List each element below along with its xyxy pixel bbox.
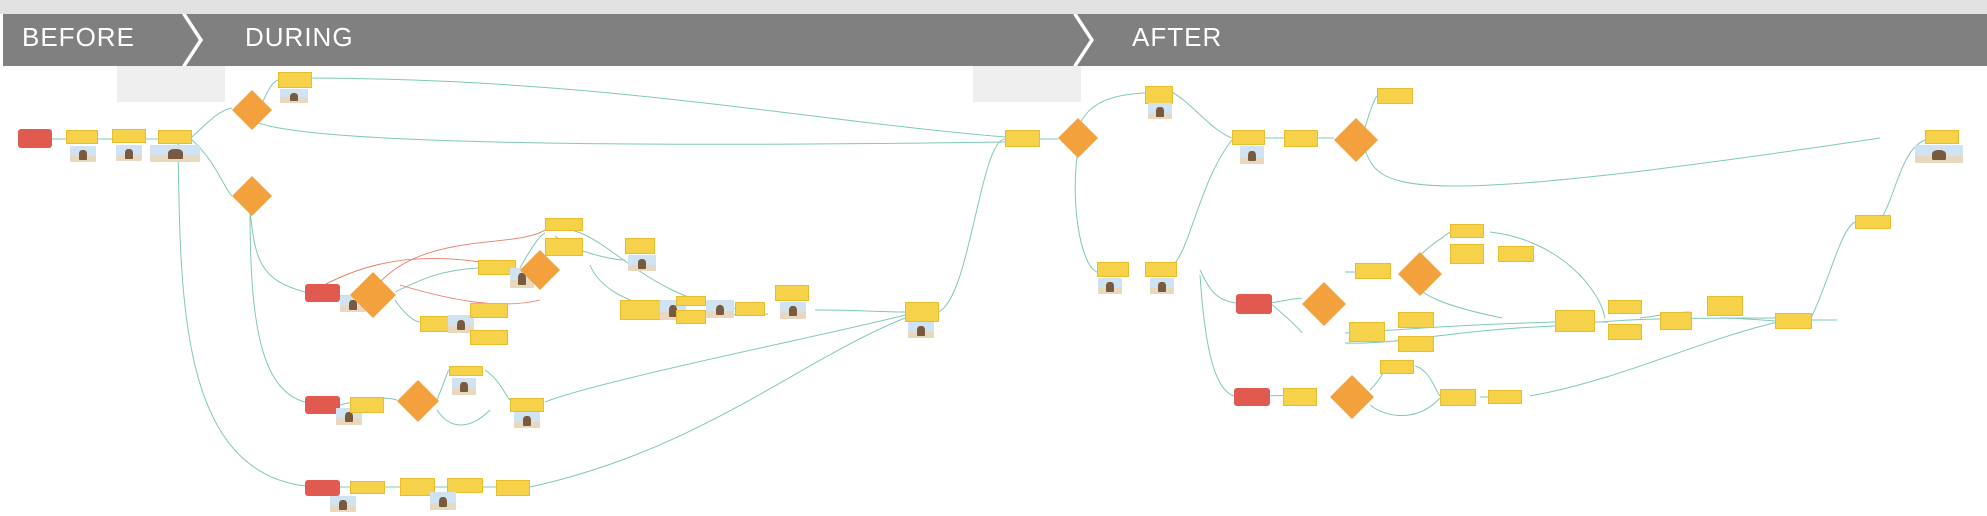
- scene-illustration: [908, 322, 934, 338]
- step-card: [1377, 88, 1413, 104]
- event-pill: [1234, 388, 1270, 406]
- step-card: [676, 310, 706, 324]
- step-card: [545, 238, 583, 256]
- scene-illustration: [430, 492, 456, 510]
- step-card: [676, 296, 706, 306]
- event-pill: [305, 284, 340, 302]
- scene-illustration: [1098, 278, 1122, 294]
- decision-node: [520, 250, 560, 290]
- scene-illustration: [280, 89, 308, 103]
- decision-node: [1058, 118, 1098, 158]
- event-pill: [1236, 294, 1272, 314]
- scene-illustration: [1915, 145, 1963, 163]
- step-card: [1608, 300, 1642, 314]
- step-card: [400, 478, 435, 496]
- step-card: [1440, 389, 1476, 406]
- phase-bar: [3, 14, 1987, 66]
- step-card: [1005, 130, 1040, 147]
- step-card: [1284, 130, 1318, 147]
- step-card: [1398, 312, 1434, 328]
- step-card: [470, 303, 508, 318]
- step-card: [1398, 336, 1434, 352]
- scene-illustration: [70, 146, 96, 162]
- scene-illustration: [330, 496, 356, 512]
- top-strip: [0, 0, 1987, 14]
- step-card: [510, 398, 544, 412]
- step-card: [66, 130, 98, 144]
- step-card: [1707, 296, 1743, 316]
- event-pill: [305, 480, 340, 496]
- step-card: [1097, 262, 1129, 277]
- decision-node: [1334, 118, 1378, 162]
- start-event: [18, 129, 52, 148]
- decision-node: [232, 176, 272, 216]
- step-card: [625, 238, 655, 254]
- scene-illustration: [1150, 278, 1174, 294]
- scene-illustration: [1148, 103, 1172, 119]
- scene-illustration: [150, 145, 200, 162]
- step-card: [1450, 244, 1484, 264]
- step-card: [1145, 86, 1173, 104]
- step-card: [112, 129, 146, 143]
- step-card: [449, 366, 483, 376]
- decision-node: [350, 272, 396, 318]
- scene-illustration: [780, 302, 806, 319]
- phase-before-label: BEFORE: [22, 22, 135, 52]
- step-card: [1775, 313, 1812, 329]
- decision-node: [397, 380, 439, 422]
- step-card: [1498, 246, 1534, 262]
- decision-node: [1398, 252, 1442, 296]
- step-card: [1450, 224, 1484, 238]
- step-card: [1283, 388, 1317, 406]
- phase-before-chevron: [3, 14, 200, 66]
- step-card: [1488, 390, 1522, 404]
- step-card: [1925, 130, 1959, 144]
- step-card: [545, 218, 583, 231]
- step-card: [1855, 215, 1891, 229]
- scene-illustration: [628, 255, 656, 271]
- step-card: [1380, 360, 1414, 374]
- decision-node: [1302, 282, 1346, 326]
- scene-illustration: [452, 378, 476, 395]
- scene-illustration: [1240, 146, 1264, 164]
- step-card: [447, 478, 483, 493]
- scene-illustration: [336, 408, 362, 425]
- step-card: [620, 300, 662, 320]
- step-card: [1608, 324, 1642, 340]
- phase-during-label: DURING: [245, 22, 354, 52]
- scene-illustration: [340, 296, 366, 312]
- step-card: [1355, 263, 1391, 279]
- scene-illustration: [116, 145, 142, 161]
- step-card: [350, 397, 384, 413]
- step-card: [1555, 310, 1595, 332]
- placeholder-box: [117, 66, 225, 102]
- step-card: [278, 72, 312, 88]
- scene-illustration: [706, 300, 734, 318]
- step-card: [1145, 262, 1177, 277]
- decision-node: [232, 90, 272, 130]
- scene-illustration: [514, 412, 540, 428]
- phase-during-chevron: [186, 14, 1091, 66]
- step-card: [905, 302, 939, 322]
- step-card: [470, 330, 508, 345]
- step-card: [1232, 130, 1265, 145]
- step-card: [478, 260, 516, 275]
- step-card: [496, 480, 530, 496]
- step-card: [735, 302, 765, 316]
- scene-illustration: [448, 315, 474, 333]
- step-card: [1349, 322, 1385, 342]
- step-card: [350, 481, 385, 494]
- placeholder-box: [973, 66, 1081, 102]
- step-card: [1660, 312, 1692, 330]
- step-card: [158, 130, 192, 144]
- step-card: [775, 285, 809, 301]
- phase-after-chevron: [1077, 14, 1987, 66]
- event-pill: [305, 396, 340, 414]
- decision-node: [1330, 375, 1374, 419]
- phase-after-label: AFTER: [1132, 22, 1223, 52]
